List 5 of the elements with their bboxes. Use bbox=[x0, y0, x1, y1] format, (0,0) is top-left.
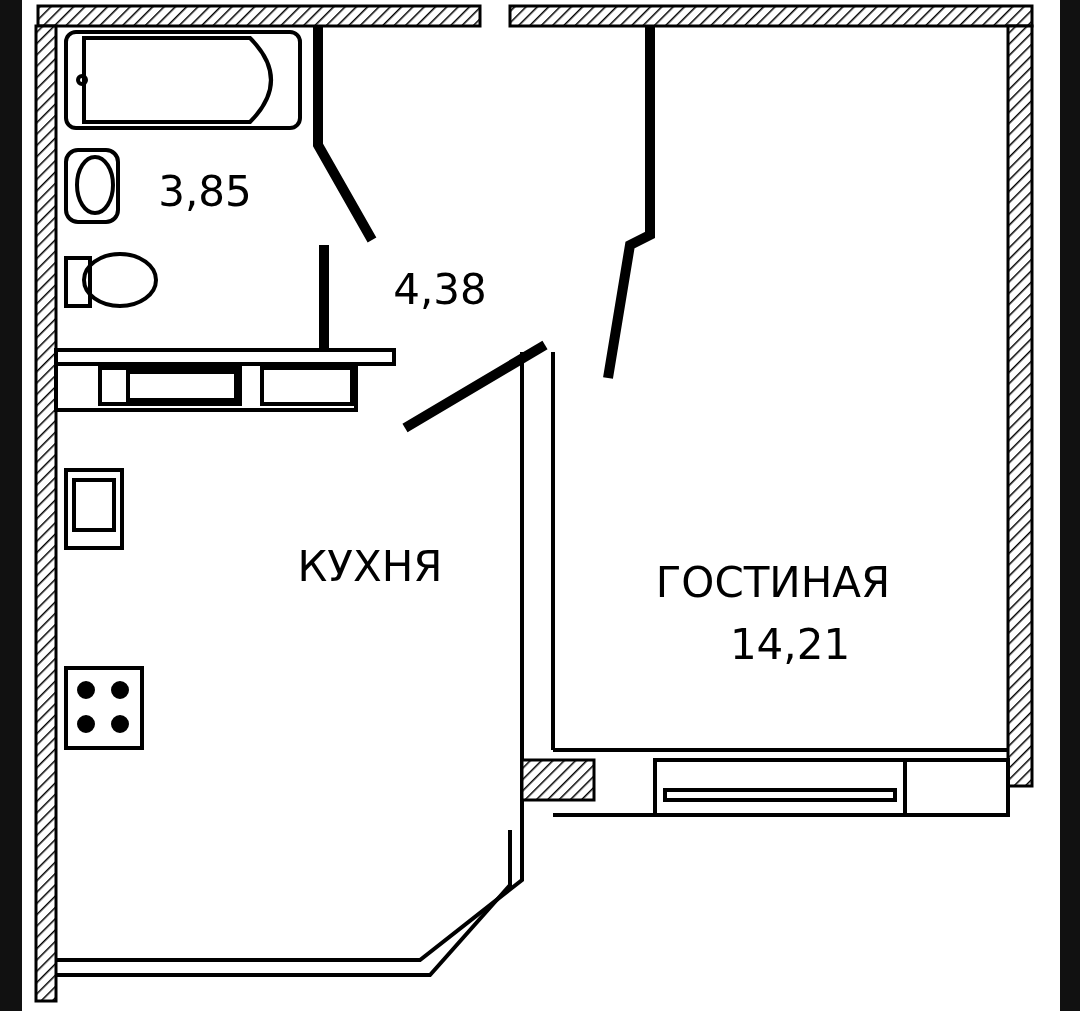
room-label: 3,85 bbox=[158, 171, 252, 213]
room-label: 4,38 bbox=[393, 269, 487, 311]
room-label: 14,21 bbox=[729, 624, 851, 666]
room-label: ГОСТИНАЯ bbox=[655, 562, 891, 604]
room-label: КУХНЯ bbox=[297, 546, 443, 588]
